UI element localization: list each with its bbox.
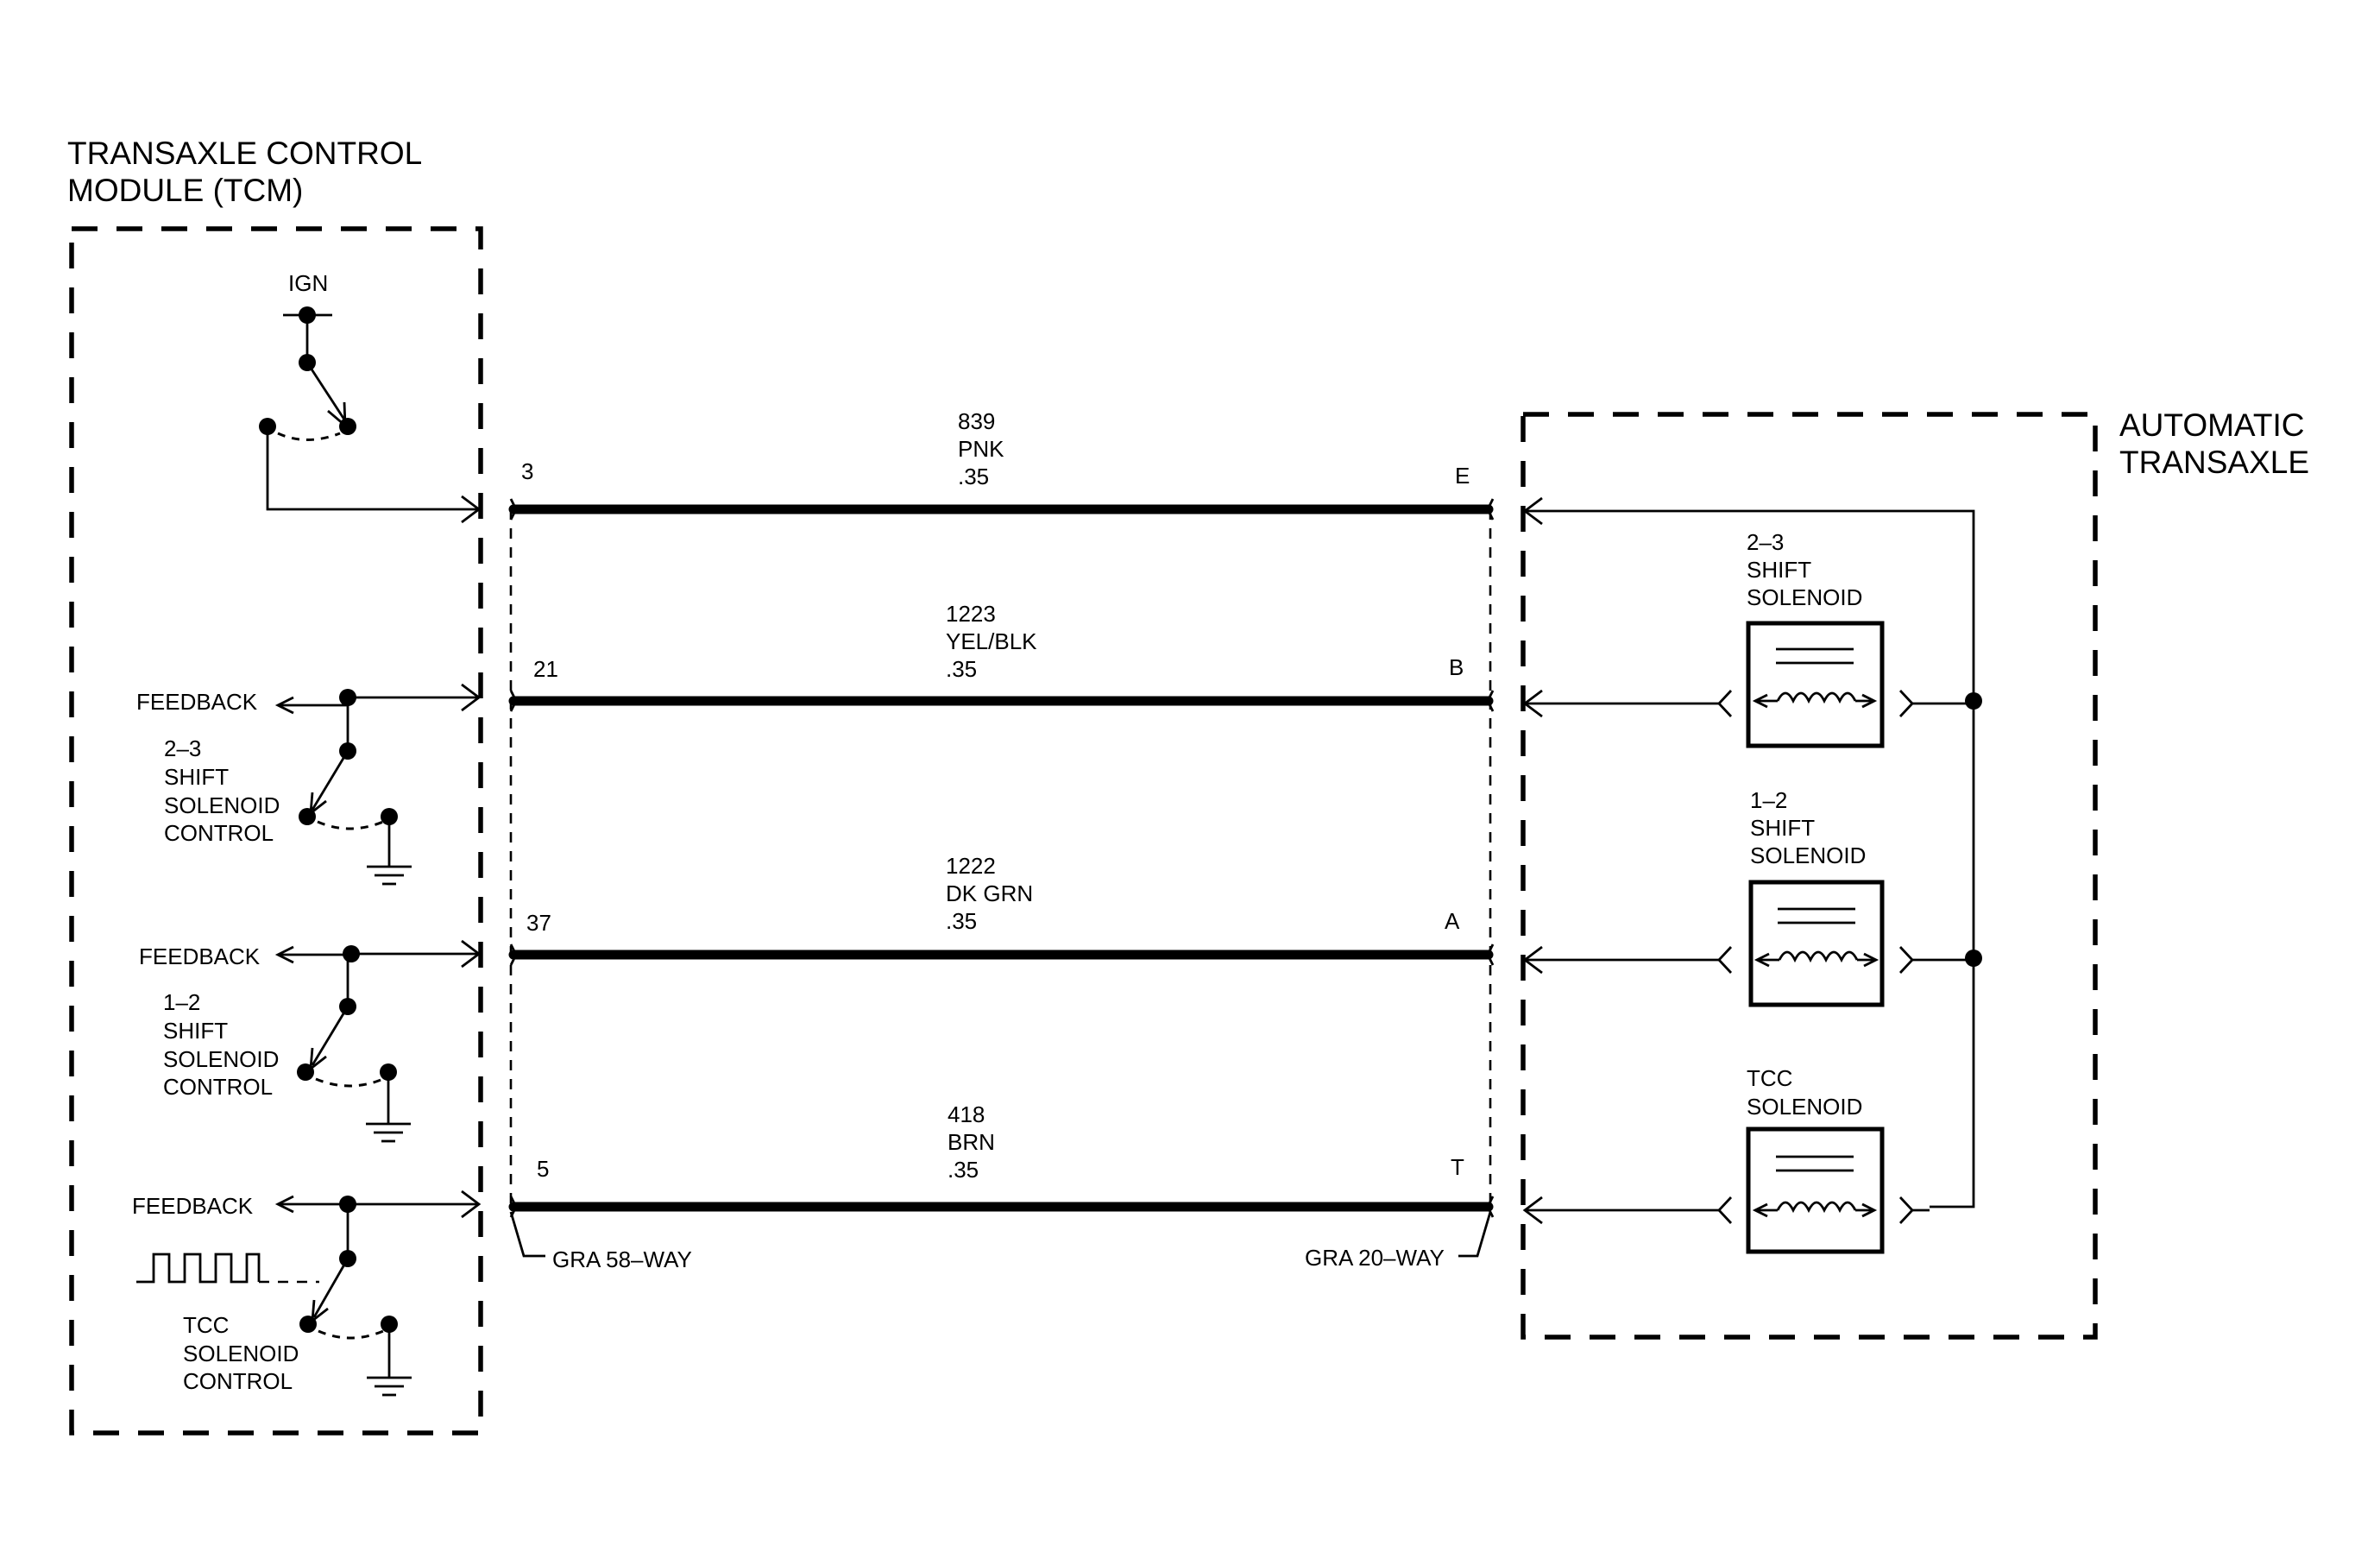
coil-icon (1752, 691, 1878, 709)
solenoid-1-2-shift: 1–2 SHIFT SOLENOID (1522, 787, 1974, 1007)
feedback-label-1: FEEDBACK (136, 689, 258, 715)
wire-1-gauge: .35 (958, 464, 989, 489)
wire-3-gauge: .35 (946, 908, 977, 934)
ign-label: IGN (288, 270, 328, 296)
transaxle-boundary (1521, 412, 2098, 1340)
solenoid-3-label-line1: TCC (1747, 1065, 1792, 1091)
coil-icon (1752, 1201, 1878, 1218)
wire-2-transaxle-pin: B (1449, 654, 1464, 680)
pwm-signal-icon (136, 1253, 261, 1284)
wire-2-gauge: .35 (946, 656, 977, 682)
tcm-title-line1: TRANSAXLE CONTROL (67, 136, 422, 171)
harness: GRA 58–WAY GRA 20–WAY 3 E 839 PNK .35 21… (508, 408, 1495, 1272)
control-tcc: FEEDBACK TCC SOLENOID CONTROL (132, 1190, 482, 1397)
wire-1-tcm-pin: 3 (521, 458, 533, 484)
solenoid-3-box (1746, 1126, 1885, 1254)
wire-4-color: BRN (948, 1129, 995, 1155)
wire-1223: 21 B 1223 YEL/BLK .35 (508, 601, 1495, 712)
control-label-1-line3: SOLENOID (164, 792, 280, 818)
transaxle-connector-label: GRA 20–WAY (1305, 1245, 1445, 1271)
wire-1-circuit: 839 (958, 408, 995, 434)
wire-4-tcm-pin: 5 (537, 1156, 549, 1182)
solenoid-1-label-line3: SOLENOID (1747, 584, 1862, 610)
tcm-boundary (69, 226, 483, 1436)
solenoid-2-label-line2: SHIFT (1750, 815, 1815, 841)
wire-1-color: PNK (958, 436, 1004, 462)
solenoid-2-3-shift: 2–3 SHIFT SOLENOID (1522, 529, 1974, 748)
wire-3-transaxle-pin: A (1445, 908, 1460, 934)
wire-4-transaxle-pin: T (1451, 1154, 1464, 1180)
solenoid-1-box (1746, 621, 1885, 748)
control-label-3-line1: TCC (183, 1312, 229, 1338)
wire-2-tcm-pin: 21 (533, 656, 558, 682)
tcm-module: TRANSAXLE CONTROL MODULE (TCM) IGN FEEDB… (67, 136, 483, 1436)
wire-1222: 37 A 1222 DK GRN .35 (508, 853, 1495, 966)
control-label-2-line1: 1–2 (163, 989, 200, 1015)
control-2-3-shift: FEEDBACK 2–3 SHIFT SOLENOID CONTROL (136, 683, 482, 886)
control-label-2-line2: SHIFT (163, 1018, 228, 1044)
control-label-1-line1: 2–3 (164, 735, 201, 761)
tcm-title-line2: MODULE (TCM) (67, 173, 303, 208)
wire-3-circuit: 1222 (946, 853, 996, 879)
tcm-connector-label: GRA 58–WAY (552, 1246, 692, 1272)
ign-switch: IGN (259, 270, 482, 524)
control-label-1-line2: SHIFT (164, 764, 229, 790)
wire-1-transaxle-pin: E (1455, 463, 1470, 489)
solenoid-1-label-line2: SHIFT (1747, 557, 1811, 583)
control-label-3-line3: CONTROL (183, 1368, 293, 1394)
transaxle-title-line1: AUTOMATIC (2119, 407, 2304, 443)
wire-4-circuit: 418 (948, 1101, 985, 1127)
transaxle-title-line2: TRANSAXLE (2119, 445, 2309, 480)
solenoid-2-box (1748, 880, 1885, 1007)
transaxle-module: AUTOMATIC TRANSAXLE 2–3 SHIFT (1521, 407, 2309, 1340)
wire-3-color: DK GRN (946, 880, 1033, 906)
solenoid-2-label-line1: 1–2 (1750, 787, 1787, 813)
control-label-1-line4: CONTROL (164, 820, 274, 846)
control-label-2-line4: CONTROL (163, 1074, 273, 1100)
wire-3-tcm-pin: 37 (526, 910, 551, 936)
wire-839: 3 E 839 PNK .35 (508, 408, 1495, 521)
feedback-label-2: FEEDBACK (139, 943, 261, 969)
wire-2-color: YEL/BLK (946, 628, 1037, 654)
wire-418: 5 T 418 BRN .35 (508, 1101, 1495, 1218)
solenoid-tcc: TCC SOLENOID (1522, 1065, 1930, 1254)
control-label-3-line2: SOLENOID (183, 1341, 299, 1366)
feedback-label-3: FEEDBACK (132, 1193, 254, 1219)
wire-2-circuit: 1223 (946, 601, 996, 627)
control-label-2-line3: SOLENOID (163, 1046, 279, 1072)
coil-icon (1754, 950, 1879, 968)
solenoid-3-label-line2: SOLENOID (1747, 1094, 1862, 1120)
solenoid-1-label-line1: 2–3 (1747, 529, 1784, 555)
solenoid-2-label-line3: SOLENOID (1750, 842, 1866, 868)
control-1-2-shift: FEEDBACK 1–2 SHIFT SOLENOID CONTROL (139, 939, 482, 1143)
wire-4-gauge: .35 (948, 1157, 979, 1183)
